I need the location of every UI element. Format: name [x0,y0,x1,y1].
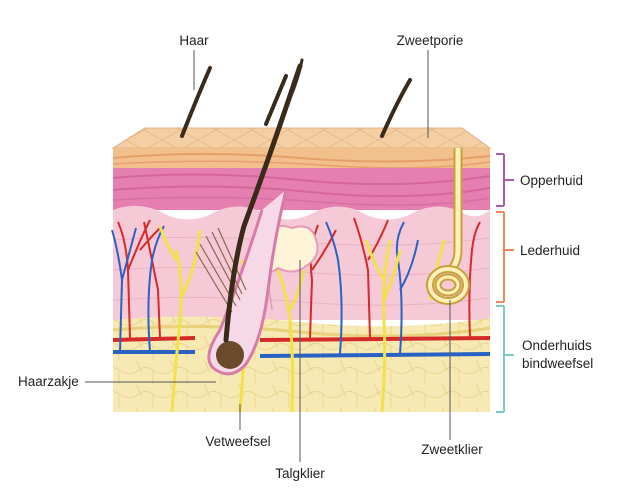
sweat-gland [426,148,470,305]
fat-layer [112,316,491,412]
epidermis-layer [112,148,491,210]
skin-surface [111,127,492,149]
label-sweat-gland: Zweetklier [421,442,483,457]
label-epidermis: Opperhuid [520,173,583,188]
label-subcutis-1: Onderhuids [522,338,592,353]
label-subcutis-2: bindweefsel [522,356,593,371]
label-sweat-pore: Zweetporie [397,33,464,48]
leader-lines [85,50,451,462]
label-sebaceous-gland: Talgklier [275,466,325,481]
hairs [180,58,412,343]
label-dermis: Lederhuid [520,243,580,258]
label-hair: Haar [179,33,209,48]
label-fat-tissue: Vetweefsel [205,434,270,449]
label-hair-follicle: Haarzakje [18,374,79,389]
